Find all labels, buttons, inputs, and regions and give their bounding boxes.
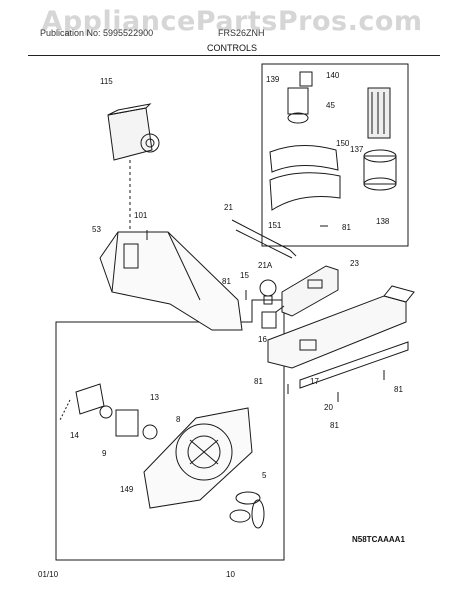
part-115-housing xyxy=(107,103,160,240)
part-14-motor-bracket xyxy=(75,383,113,419)
label-81-a: 81 xyxy=(222,277,231,286)
label-81-inset: 81 xyxy=(342,223,351,232)
part-150-cover xyxy=(269,144,339,173)
label-5: 5 xyxy=(262,471,267,480)
part-138-filter-cap xyxy=(363,149,397,191)
label-23: 23 xyxy=(350,259,359,268)
socket-16 xyxy=(261,305,285,329)
label-21A: 21A xyxy=(258,261,273,270)
label-21: 21 xyxy=(224,203,233,212)
label-149: 149 xyxy=(120,485,134,494)
label-45: 45 xyxy=(326,101,335,110)
label-13: 13 xyxy=(150,393,159,402)
control-board-23 xyxy=(281,265,339,317)
footer-date: 01/10 xyxy=(38,570,59,579)
diagram-code: N58TCAAAA1 xyxy=(352,535,405,544)
dispenser-housing-17 xyxy=(267,285,415,369)
part-139-valve xyxy=(287,71,313,124)
label-101: 101 xyxy=(134,211,148,220)
label-15: 15 xyxy=(240,271,249,280)
label-139: 139 xyxy=(266,75,280,84)
watermark: AppliancePartsPros.com xyxy=(41,6,423,37)
part-151-cover xyxy=(269,172,341,211)
label-81-b: 81 xyxy=(254,377,263,386)
part-5-fan-blade xyxy=(229,491,265,529)
filter-inset-frame xyxy=(261,63,409,247)
part-149-fan-shroud xyxy=(143,407,253,509)
label-138: 138 xyxy=(376,217,390,226)
label-81-d: 81 xyxy=(394,385,403,394)
label-14: 14 xyxy=(70,431,79,440)
label-150: 150 xyxy=(336,139,350,148)
section-title: CONTROLS xyxy=(206,43,257,53)
label-151: 151 xyxy=(268,221,282,230)
label-137: 137 xyxy=(350,145,364,154)
label-20: 20 xyxy=(324,403,333,412)
label-16: 16 xyxy=(258,335,267,344)
publication-number: Publication No: 5995522900 xyxy=(40,28,154,38)
label-115: 115 xyxy=(100,77,113,86)
part-137-filter-cartridge xyxy=(367,87,391,139)
label-53: 53 xyxy=(92,225,101,234)
lamp-15 xyxy=(259,279,277,305)
label-140: 140 xyxy=(326,71,340,80)
part-13-fan-motor xyxy=(115,409,158,440)
model-number: FRS26ZNH xyxy=(218,28,265,38)
panel-20 xyxy=(299,341,409,389)
label-8: 8 xyxy=(176,415,181,424)
leader-14 xyxy=(59,399,71,421)
part-53-bracket xyxy=(99,231,243,331)
wire-harness-21 xyxy=(231,219,297,259)
header-rule xyxy=(28,55,440,56)
footer-page: 10 xyxy=(226,570,235,579)
label-17: 17 xyxy=(310,377,319,386)
label-9: 9 xyxy=(102,449,107,458)
label-81-c: 81 xyxy=(330,421,339,430)
